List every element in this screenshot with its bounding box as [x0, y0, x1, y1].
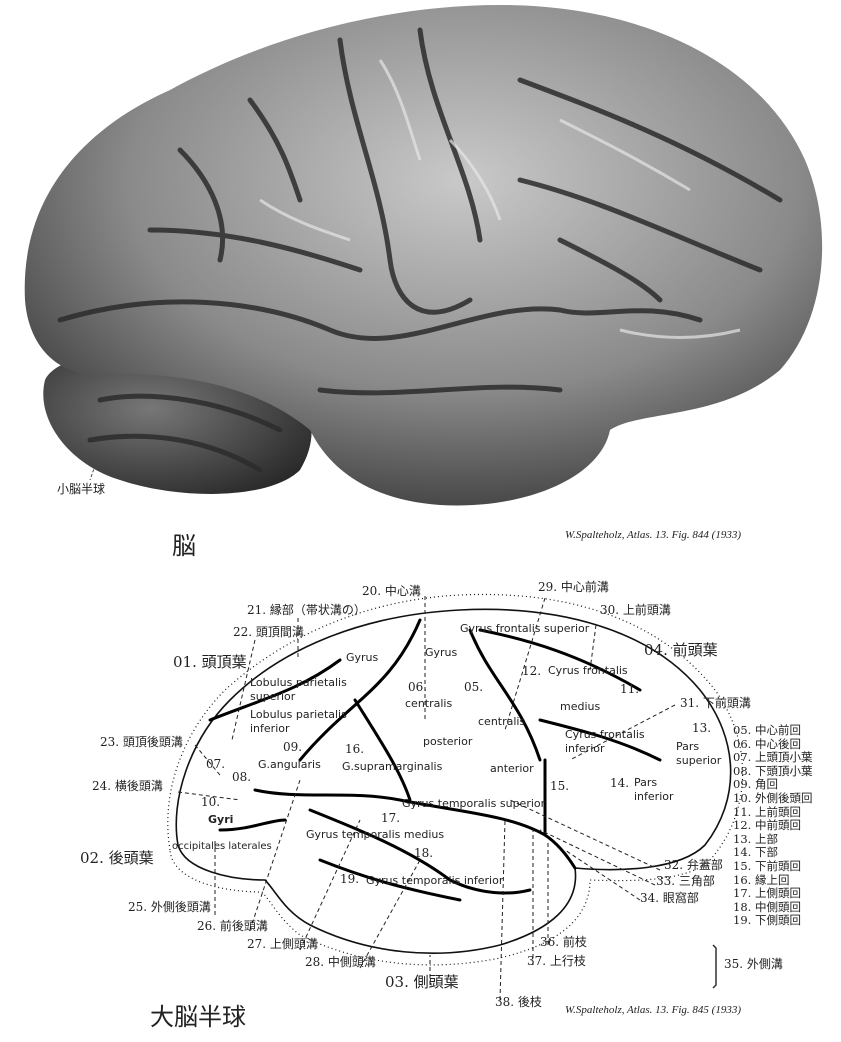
diagram-credit: W.Spalteholz, Atlas. 13. Fig. 845 (1933): [565, 1004, 741, 1016]
legend-item: 12. 中前頭回: [733, 818, 801, 833]
num-12: 12.: [522, 664, 542, 678]
num-07: 07.: [206, 757, 226, 771]
num-09: 09.: [283, 740, 303, 754]
legend-item: 14. 下部: [733, 845, 778, 860]
latin-gyrus-frontalis-inferior: Cyrus frontalis inferior: [565, 728, 645, 755]
num-18: 18.: [414, 846, 434, 860]
latin-gyrus-temporalis-inferior: Gyrus temporalis inferior: [366, 874, 504, 887]
latin-gyrus-temporalis-medius: Gyrus temporalis medius: [306, 828, 445, 841]
gyrus-legend: 05. 中心前回 06. 中心後回 07. 上頭頂小葉 08. 下頭頂小葉 09…: [733, 723, 813, 928]
latin-anterior: anterior: [490, 762, 534, 775]
legend-item: 07. 上頭頂小葉: [733, 750, 813, 765]
label-parieto-occipital-sulcus: 23. 頭頂後頭溝: [100, 735, 183, 749]
num-13: 13.: [692, 721, 712, 735]
label-lateral-sulcus: 35. 外側溝: [724, 957, 783, 971]
latin-gyrus-supramarginalis: G.supramarginalis: [342, 760, 443, 773]
legend-item: 06. 中心後回: [733, 736, 801, 751]
label-marginal-part: 21. 縁部（帯状溝の）: [247, 603, 366, 617]
latin-gyrus-frontalis-medius: Cyrus frontalis: [548, 664, 628, 677]
latin-gyrus-frontalis-superior: Gyrus frontalis superior: [460, 622, 590, 635]
label-orbital-part: 34. 眼窩部: [640, 891, 699, 905]
latin-occipitales-laterales: occipitales laterales: [172, 841, 272, 852]
num-05: 05.: [464, 680, 484, 694]
label-temporal-lobe: 03. 側頭葉: [385, 973, 459, 991]
lateral-sulcus-bracket: [712, 944, 717, 989]
latin-lobulus-parietalis-superior: Lobulus parietalis superior: [250, 676, 347, 703]
legend-item: 05. 中心前回: [733, 723, 801, 737]
diagram-title: 大脳半球: [150, 1003, 246, 1031]
label-frontal-lobe: 04. 前頭葉: [644, 641, 718, 659]
label-transverse-occipital-sulcus: 24. 横後頭溝: [92, 779, 163, 793]
latin-gyri: Gyri: [208, 813, 234, 826]
label-superior-frontal-sulcus: 30. 上前頭溝: [600, 603, 671, 617]
label-opercular-part: 32. 弁蓋部: [664, 858, 723, 872]
label-intraparietal-sulcus: 22. 頭頂間溝: [233, 625, 304, 639]
legend-item: 18. 中側頭回: [733, 899, 801, 914]
latin-gyrus-angularis: G.angularis: [258, 758, 321, 771]
label-ascending-ramus: 37. 上行枝: [527, 954, 586, 968]
brain-photo: [24, 5, 823, 506]
latin-pars-inferior: Pars inferior: [634, 776, 674, 803]
num-11: 11.: [620, 682, 640, 696]
latin-centralis-1: centralis: [405, 697, 453, 710]
legend-item: 15. 下前頭回: [733, 858, 801, 873]
label-anterior-ramus: 36. 前枝: [540, 935, 587, 949]
num-10: 10.: [201, 795, 221, 809]
legend-item: 09. 角回: [733, 777, 778, 792]
legend-item: 19. 下側頭回: [733, 913, 801, 928]
num-16: 16.: [345, 742, 365, 756]
legend-item: 17. 上側頭回: [733, 886, 801, 901]
num-15: 15.: [550, 779, 570, 793]
cerebellum-label: 小脳半球: [57, 482, 106, 496]
latin-pars-superior: Pars superior: [676, 740, 722, 767]
num-14: 14.: [610, 776, 630, 790]
label-middle-temporal-sulcus: 28. 中側頭溝: [305, 955, 376, 969]
latin-posterior: posterior: [423, 735, 473, 748]
legend-item: 11. 上前頭回: [733, 804, 801, 819]
label-occipital-lobe: 02. 後頭葉: [80, 849, 154, 867]
legend-item: 08. 下頭頂小葉: [733, 763, 813, 778]
label-posterior-ramus: 38. 後枝: [495, 995, 542, 1009]
num-19: 19.: [340, 872, 360, 886]
legend-item: 10. 外側後頭回: [733, 790, 813, 805]
latin-gyrus-2: Gyrus: [425, 646, 458, 659]
latin-gyrus-temporalis-superior: Gyrus temporalis superior: [402, 797, 546, 810]
label-parietal-lobe: 01. 頭頂葉: [173, 653, 247, 671]
num-17: 17.: [381, 811, 401, 825]
label-anterior-occipital-sulcus: 26. 前後頭溝: [197, 919, 268, 933]
latin-lobulus-parietalis-inferior: Lobulus parietalis inferior: [250, 708, 347, 735]
legend-item: 16. 縁上回: [733, 872, 790, 887]
label-precentral-sulcus: 29. 中心前溝: [538, 580, 609, 594]
num-08: 08.: [232, 770, 252, 784]
photo-credit: W.Spalteholz, Atlas. 13. Fig. 844 (1933): [565, 529, 741, 541]
latin-medius: medius: [560, 700, 601, 713]
label-central-sulcus: 20. 中心溝: [362, 584, 421, 598]
num-06: 06.: [408, 680, 428, 694]
latin-centralis-2: centralis: [478, 715, 526, 728]
label-inferior-frontal-sulcus: 31. 下前頭溝: [680, 696, 751, 710]
latin-gyrus-1: Gyrus: [346, 651, 379, 664]
label-superior-temporal-sulcus: 27. 上側頭溝: [247, 937, 318, 951]
legend-item: 13. 上部: [733, 831, 778, 846]
photo-title: 脳: [172, 532, 196, 560]
label-lateral-occipital-sulcus: 25. 外側後頭溝: [128, 900, 211, 914]
hemisphere-outline: [175, 608, 732, 954]
label-triangular-part: 33. 三角部: [656, 874, 715, 888]
cerebrum: [24, 5, 823, 506]
